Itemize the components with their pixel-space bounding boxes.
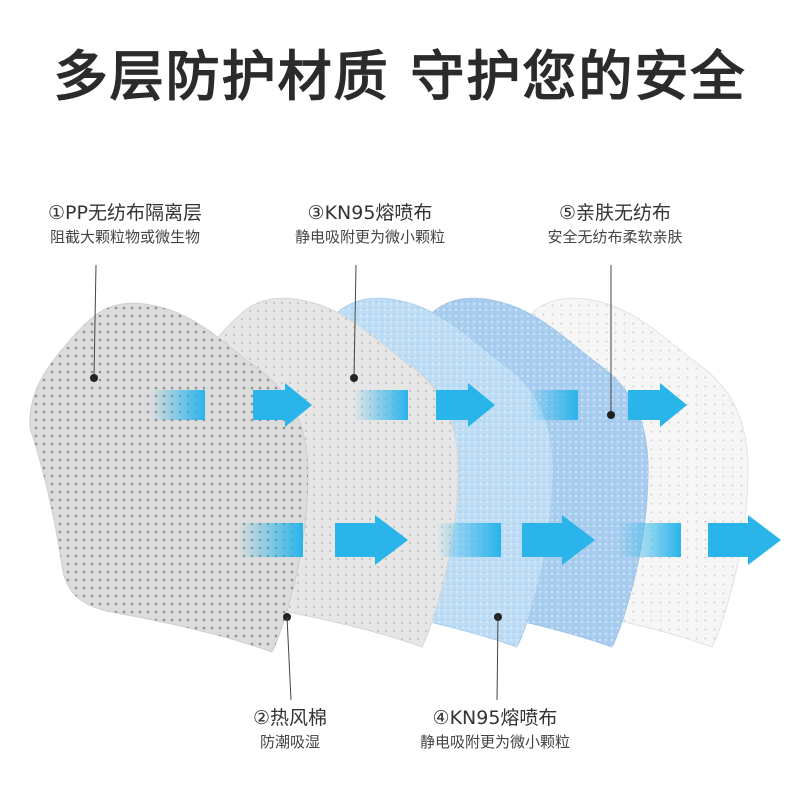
layer-4-title: ④KN95熔喷布 xyxy=(432,707,558,729)
pointer-dot-icon xyxy=(494,613,502,701)
pointer-dot-icon xyxy=(90,264,98,382)
flow-arrow-icon xyxy=(436,523,501,557)
flow-arrow-icon xyxy=(436,383,495,427)
flow-arrow-icon xyxy=(616,523,681,557)
layer-1-title: ①PP无纺布隔离层 xyxy=(48,202,202,224)
pointer-dot-icon xyxy=(607,265,615,419)
layer-5-title: ⑤亲肤无纺布 xyxy=(558,202,672,224)
layer-3-subtitle: 静电吸附更为微小颗粒 xyxy=(294,228,445,246)
layer-2-title: ②热风棉 xyxy=(252,707,328,729)
layer-3-title: ③KN95熔喷布 xyxy=(307,202,433,224)
flow-arrow-icon xyxy=(150,390,205,420)
layer-2-subtitle: 防潮吸湿 xyxy=(259,733,320,751)
flow-arrow-icon xyxy=(253,383,312,427)
layer-4-subtitle: 静电吸附更为微小颗粒 xyxy=(419,733,570,751)
layer-5-label: ⑤亲肤无纺布 安全无纺布柔软亲肤 xyxy=(515,200,715,248)
layer-5-subtitle: 安全无纺布柔软亲肤 xyxy=(547,228,683,246)
layer-1-label: ①PP无纺布隔离层 阻截大颗粒物或微生物 xyxy=(25,200,225,248)
flow-arrow-icon xyxy=(335,515,408,565)
flow-arrow-icon xyxy=(528,390,578,420)
pointer-dot-icon xyxy=(283,613,292,701)
layer-4-label: ④KN95熔喷布 静电吸附更为微小颗粒 xyxy=(395,705,595,753)
flow-arrow-icon xyxy=(353,390,408,420)
pointer-dot-icon xyxy=(350,264,358,382)
flow-arrow-icon xyxy=(522,515,595,565)
flow-arrow-icon xyxy=(628,383,687,427)
flow-arrow-icon xyxy=(708,515,781,565)
layer-1-subtitle: 阻截大颗粒物或微生物 xyxy=(49,228,200,246)
flow-arrow-icon xyxy=(238,523,303,557)
layer-3-label: ③KN95熔喷布 静电吸附更为微小颗粒 xyxy=(270,200,470,248)
layer-2-label: ②热风棉 防潮吸湿 xyxy=(200,705,380,753)
page-title: 多层防护材质 守护您的安全 xyxy=(53,45,747,108)
